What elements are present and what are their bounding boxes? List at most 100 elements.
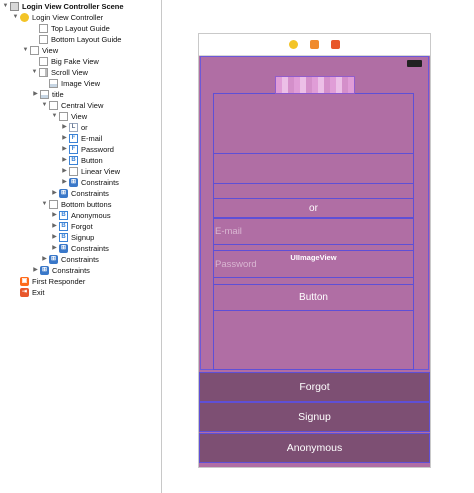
login-button[interactable] — [213, 284, 414, 311]
outline-row[interactable]: ▼ Login View Controller — [12, 12, 103, 23]
scene-dock — [199, 34, 430, 56]
outline-label: Bottom buttons — [61, 200, 112, 209]
outline-row[interactable]: ▼ Scroll View — [31, 67, 88, 78]
disclosure-expanded-icon[interactable]: ▼ — [31, 69, 38, 75]
view-controller-icon[interactable] — [289, 40, 298, 49]
password-field[interactable] — [213, 250, 414, 278]
scene-frame[interactable]: or E-mail Password UIImageView Button Fo… — [198, 33, 431, 468]
outline-label: Login View Controller — [32, 13, 104, 22]
disclosure-expanded-icon[interactable]: ▼ — [41, 102, 48, 108]
disclosure-collapsed-icon[interactable]: ▶ — [62, 179, 67, 185]
view-icon — [69, 167, 78, 176]
button-icon: B — [59, 233, 68, 242]
outline-label: Central View — [61, 101, 104, 110]
or-label-frame[interactable] — [213, 198, 414, 218]
outline-row[interactable]: ⇥Exit — [12, 287, 45, 298]
outline-label: Scroll View — [51, 68, 88, 77]
outline-label: View — [71, 112, 88, 121]
outline-row[interactable]: ▶Linear View — [61, 166, 120, 177]
outline-row[interactable]: ▶⊞Constraints — [61, 177, 119, 188]
outline-row[interactable]: Image View — [41, 78, 100, 89]
outline-row[interactable]: ▼ Central View — [41, 100, 103, 111]
field-icon: F — [69, 145, 78, 154]
constraint-icon: ⊞ — [59, 189, 68, 198]
email-placeholder: E-mail — [215, 226, 242, 237]
disclosure-collapsed-icon[interactable]: ▶ — [52, 234, 57, 240]
forgot-button[interactable]: Forgot — [199, 372, 430, 402]
constraint-icon: ⊞ — [69, 178, 78, 187]
outline-label: Image View — [61, 79, 101, 88]
vc-icon — [20, 13, 29, 22]
outline-row[interactable]: ▣First Responder — [12, 276, 85, 287]
outline-label: or — [81, 123, 88, 132]
outline-row[interactable]: ▼ Bottom buttons — [41, 199, 111, 210]
or-label: or — [309, 202, 318, 214]
outline-row[interactable]: Big Fake View — [31, 56, 99, 67]
outline-label: Bottom Layout Guide — [51, 35, 122, 44]
label-icon: L — [69, 123, 78, 132]
view-icon — [30, 46, 39, 55]
button-icon: B — [59, 222, 68, 231]
outline-label: Password — [81, 145, 114, 154]
disclosure-collapsed-icon[interactable]: ▶ — [52, 190, 57, 196]
outline-label: Login View Controller Scene — [22, 2, 124, 11]
disclosure-collapsed-icon[interactable]: ▶ — [52, 212, 57, 218]
disclosure-collapsed-icon[interactable]: ▶ — [33, 91, 38, 97]
linear-view[interactable] — [213, 153, 414, 184]
view-icon — [49, 200, 58, 209]
disclosure-expanded-icon[interactable]: ▼ — [22, 47, 29, 53]
disclosure-expanded-icon[interactable]: ▼ — [41, 201, 48, 207]
outline-row[interactable]: ▶title — [32, 89, 64, 100]
scene-icon — [10, 2, 19, 11]
email-field[interactable] — [213, 218, 414, 245]
signup-button[interactable]: Signup — [199, 402, 430, 432]
disclosure-collapsed-icon[interactable]: ▶ — [62, 157, 67, 163]
root-view[interactable]: or E-mail Password UIImageView Button Fo… — [199, 56, 430, 467]
outline-row[interactable]: Bottom Layout Guide — [31, 34, 121, 45]
outline-label: Button — [81, 156, 103, 165]
disclosure-collapsed-icon[interactable]: ▶ — [42, 256, 47, 262]
outline-label: Exit — [32, 288, 45, 297]
disclosure-collapsed-icon[interactable]: ▶ — [33, 267, 38, 273]
disclosure-expanded-icon[interactable]: ▼ — [2, 3, 9, 9]
exit-icon: ⇥ — [20, 288, 29, 297]
image-view-label: UIImageView — [290, 252, 337, 262]
view-icon — [59, 112, 68, 121]
outline-row[interactable]: ▼ Login View Controller Scene — [2, 1, 124, 12]
document-outline: ▼Login View Controller Scene▼Login View … — [0, 0, 162, 493]
disclosure-collapsed-icon[interactable]: ▶ — [62, 124, 67, 130]
outline-label: Signup — [71, 233, 95, 242]
outline-row[interactable]: ▼View — [22, 45, 58, 56]
disclosure-collapsed-icon[interactable]: ▶ — [52, 223, 57, 229]
disclosure-collapsed-icon[interactable]: ▶ — [62, 146, 67, 152]
outline-label: Constraints — [61, 255, 99, 264]
outline-label: Forgot — [71, 222, 93, 231]
outline-row[interactable]: ▶⊞Constraints — [32, 265, 90, 276]
button-icon: B — [69, 156, 78, 165]
constraint-icon: ⊞ — [59, 244, 68, 253]
title-image[interactable] — [275, 76, 355, 94]
disclosure-collapsed-icon[interactable]: ▶ — [52, 245, 57, 251]
outline-row[interactable]: ▶⊞Constraints — [51, 188, 109, 199]
view-icon — [49, 101, 58, 110]
first-responder-icon[interactable] — [310, 40, 319, 49]
outline-row[interactable]: ▶⊞Constraints — [51, 243, 109, 254]
anonymous-button[interactable]: Anonymous — [199, 433, 430, 463]
outline-row[interactable]: Top Layout Guide — [31, 23, 110, 34]
disclosure-collapsed-icon[interactable]: ▶ — [62, 135, 67, 141]
disclosure-collapsed-icon[interactable]: ▶ — [62, 168, 67, 174]
exit-icon[interactable] — [331, 40, 340, 49]
disclosure-expanded-icon[interactable]: ▼ — [12, 14, 19, 20]
view-icon — [39, 57, 48, 66]
battery-icon — [407, 60, 422, 67]
disclosure-expanded-icon[interactable]: ▼ — [51, 113, 58, 119]
outline-row[interactable]: ▶⊞Constraints — [41, 254, 99, 265]
outline-row[interactable]: ▼ View — [51, 111, 87, 122]
